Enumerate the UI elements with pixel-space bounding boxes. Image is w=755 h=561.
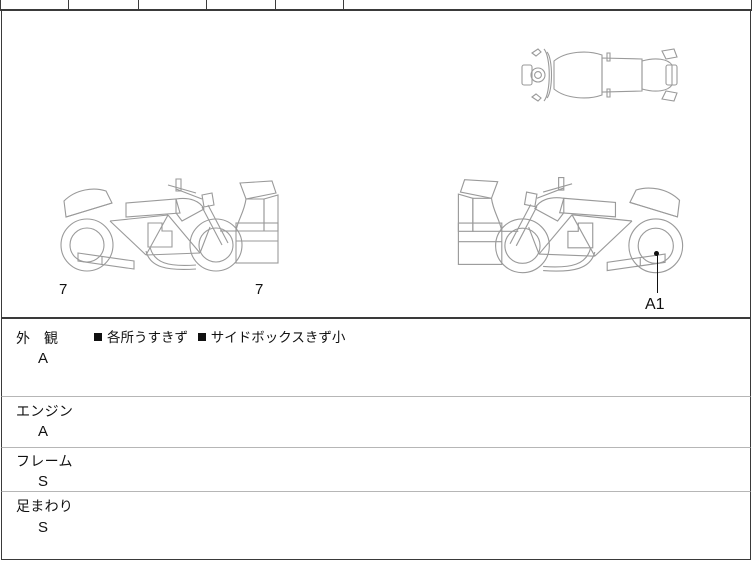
condition-note-item: 各所うすきず	[94, 330, 188, 345]
damage-mark-a1: A1	[645, 296, 665, 313]
header-divider-2	[68, 0, 69, 9]
header-divider-5	[275, 0, 276, 9]
header-divider-6	[343, 0, 344, 9]
condition-row-exterior: 外 観 A 各所うすきず サイドボックスきず小	[1, 319, 751, 397]
header-divider-3	[138, 0, 139, 9]
condition-row-suspension: 足まわり S	[1, 492, 751, 560]
condition-grade-suspension: S	[38, 519, 49, 536]
motorcycle-left-side-view-icon	[50, 161, 290, 281]
condition-label-engine: エンジン	[16, 403, 74, 419]
condition-notes-exterior: 各所うすきず サイドボックスきず小	[94, 331, 351, 345]
square-bullet-icon	[94, 333, 102, 341]
condition-grade-exterior: A	[38, 350, 49, 367]
condition-label-exterior: 外 観	[16, 330, 58, 346]
motorcycle-right-side-view-icon	[445, 159, 695, 283]
square-bullet-icon	[197, 333, 206, 341]
header-cell-7	[348, 0, 708, 8]
damage-mark-7-rear: 7	[255, 281, 264, 298]
condition-row-frame: フレーム S	[1, 448, 751, 492]
condition-row-engine: エンジン A	[1, 397, 751, 448]
condition-note-text: 各所うすきず	[107, 330, 188, 345]
condition-note-text: サイドボックスきず小	[210, 330, 346, 345]
condition-grade-frame: S	[38, 473, 49, 490]
header-row	[0, 0, 752, 9]
condition-note-item: サイドボックスきず小	[197, 330, 346, 345]
header-divider-7	[751, 0, 752, 9]
condition-grade-engine: A	[38, 423, 49, 440]
header-bottom-rule	[0, 9, 752, 11]
damage-pointer-line	[657, 254, 658, 293]
condition-label-suspension: 足まわり	[16, 498, 74, 514]
diagram-panel: 7 7 A1	[1, 11, 751, 319]
header-divider-4	[206, 0, 207, 9]
damage-pointer-dot	[654, 251, 659, 256]
header-divider-1	[0, 0, 1, 9]
condition-label-frame: フレーム	[16, 453, 73, 469]
motorcycle-top-view-icon	[514, 39, 686, 111]
damage-mark-7-front: 7	[59, 281, 68, 298]
